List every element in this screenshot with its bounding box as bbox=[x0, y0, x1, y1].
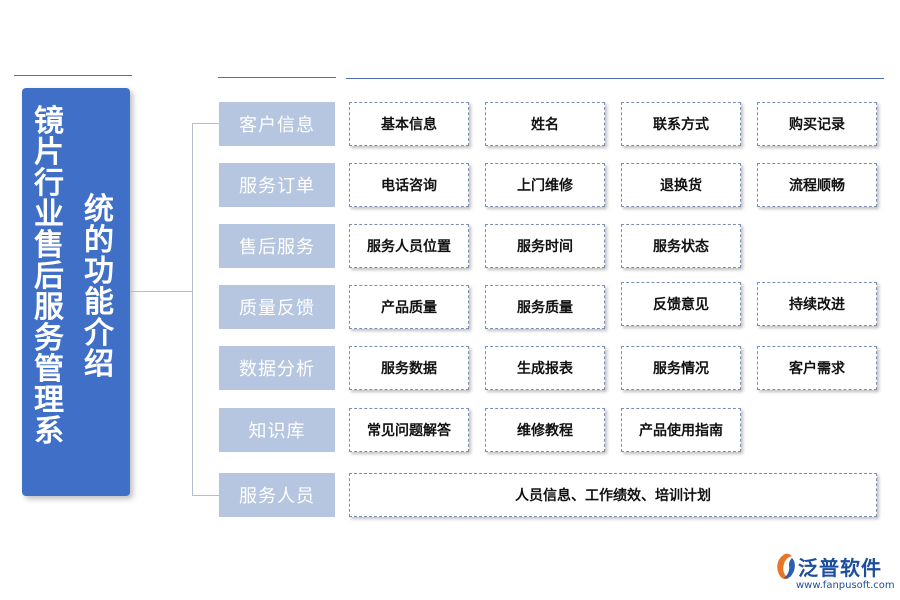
title-column-1: 镜片行业售后服务管理系 bbox=[34, 104, 64, 449]
item-name: 姓名 bbox=[485, 102, 605, 146]
connector-vertical bbox=[192, 123, 193, 495]
connector-main bbox=[130, 291, 192, 292]
item-feedback: 反馈意见 bbox=[621, 282, 741, 326]
connector-branch-7 bbox=[192, 495, 219, 496]
logo-name: 泛普软件 bbox=[798, 556, 882, 580]
item-product-quality: 产品质量 bbox=[349, 285, 469, 329]
item-contact: 联系方式 bbox=[621, 102, 741, 146]
category-knowledge-base: 知识库 bbox=[219, 408, 335, 452]
category-service-staff: 服务人员 bbox=[219, 473, 335, 517]
item-customer-demand: 客户需求 bbox=[757, 346, 877, 390]
connector-branch-1 bbox=[192, 123, 219, 124]
item-continuous-improvement: 持续改进 bbox=[757, 282, 877, 326]
category-customer-info: 客户信息 bbox=[219, 102, 335, 146]
category-quality-feedback: 质量反馈 bbox=[219, 285, 335, 329]
item-return-exchange: 退换货 bbox=[621, 163, 741, 207]
item-faq: 常见问题解答 bbox=[349, 408, 469, 452]
category-service-order: 服务订单 bbox=[219, 163, 335, 207]
item-service-situation: 服务情况 bbox=[621, 346, 741, 390]
item-service-time: 服务时间 bbox=[485, 224, 605, 268]
item-basic-info: 基本信息 bbox=[349, 102, 469, 146]
item-staff-location: 服务人员位置 bbox=[349, 224, 469, 268]
fanpu-logo: 泛普软件 www.fanpusoft.com bbox=[772, 552, 895, 596]
diagram-title-box: 镜片行业售后服务管理系 统的功能介绍 bbox=[22, 88, 130, 496]
item-phone-consult: 电话咨询 bbox=[349, 163, 469, 207]
item-service-data: 服务数据 bbox=[349, 346, 469, 390]
category-data-analysis: 数据分析 bbox=[219, 346, 335, 390]
fanpu-logo-icon bbox=[777, 553, 795, 580]
item-staff-details: 人员信息、工作绩效、培训计划 bbox=[349, 473, 877, 517]
item-product-guide: 产品使用指南 bbox=[621, 408, 741, 452]
item-service-quality: 服务质量 bbox=[485, 285, 605, 329]
item-service-status: 服务状态 bbox=[621, 224, 741, 268]
item-repair-tutorial: 维修教程 bbox=[485, 408, 605, 452]
item-purchase-record: 购买记录 bbox=[757, 102, 877, 146]
top-line-middle bbox=[218, 77, 336, 78]
top-line-right bbox=[346, 78, 884, 79]
item-generate-report: 生成报表 bbox=[485, 346, 605, 390]
logo-url: www.fanpusoft.com bbox=[796, 580, 895, 591]
item-onsite-repair: 上门维修 bbox=[485, 163, 605, 207]
top-line-left bbox=[14, 75, 132, 76]
category-after-sales: 售后服务 bbox=[219, 224, 335, 268]
item-smooth-process: 流程顺畅 bbox=[757, 163, 877, 207]
title-column-2: 统的功能介绍 bbox=[84, 192, 114, 382]
